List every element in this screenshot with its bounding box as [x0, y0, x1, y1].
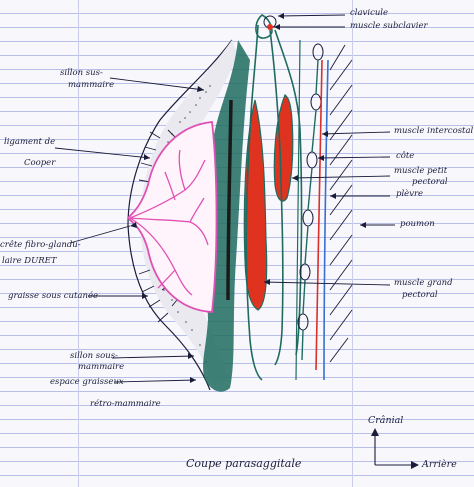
pectoralis-major-muscle: [243, 99, 268, 311]
cranial-arrow-head: [371, 428, 379, 436]
subcutaneous-fat-layer: [140, 40, 238, 385]
label-muscle-petit-pectoral-line2: pectoral: [412, 177, 448, 187]
arrow-heads: [130, 13, 366, 383]
label-clavicule: clavicule: [350, 8, 389, 18]
lung-hatching: [329, 44, 353, 363]
muscle-fascia: [245, 14, 303, 381]
label-muscle-grand-pectoral-line2: pectoral: [402, 290, 438, 300]
page-margin-line: [352, 0, 353, 487]
label-muscle-petit-pectoral-line1: muscle petit: [394, 166, 448, 176]
intercostal-line: [301, 59, 319, 361]
label-poumon: poumon: [400, 219, 435, 229]
label-muscle-intercostal: muscle intercostal: [394, 126, 474, 136]
label-cote: côte: [396, 151, 415, 161]
label-sillon-sous-mammaire-line2: mammaire: [78, 362, 125, 372]
label-ligament-cooper-line2: Cooper: [24, 158, 56, 168]
page-margin-line: [78, 0, 79, 487]
lactiferous-ducts: [129, 149, 209, 296]
intercostal-muscle-line: [295, 39, 301, 381]
parietal-pleura-red: [315, 59, 323, 371]
label-muscle-grand-pectoral-line1: muscle grand: [394, 278, 453, 288]
label-arriere: Arrière: [422, 459, 457, 470]
label-espace-graisseux-line1: espace graisseux: [50, 377, 124, 387]
superficial-fascia-line: [226, 99, 233, 301]
label-sillon-sous-mammaire-line1: sillon sous-: [70, 351, 118, 361]
label-muscle-subclavier: muscle subclavier: [350, 21, 428, 31]
label-cranial: Crânial: [368, 415, 404, 426]
label-plevre: plèvre: [396, 189, 424, 199]
visceral-pleura-blue: [323, 59, 329, 381]
label-crete-duret-line2: laire DURET: [2, 256, 57, 266]
label-crete-duret-line1: crête fibro-glandu-: [0, 240, 81, 250]
subclavius-muscle: [267, 24, 273, 30]
breast-skin-outline: [127, 39, 233, 391]
label-espace-graisseux-line2: rétro-mammaire: [90, 399, 161, 409]
label-sillon-sus-mammaire-line2: mammaire: [68, 80, 115, 90]
orientation-axes: [374, 432, 415, 466]
label-graisse-sous-cutanee: graisse sous cutanée: [8, 291, 99, 301]
caption-coupe-parasaggitale: Coupe parasaggitale: [186, 457, 302, 470]
posterior-arrow-head: [411, 461, 419, 469]
retromammary-fat-space: [203, 40, 250, 392]
label-ligament-cooper-line1: ligament de: [4, 137, 56, 147]
label-sillon-sus-mammaire-line1: sillon sus-: [60, 68, 103, 78]
label-arrows: [54, 14, 395, 383]
mammary-gland: [126, 121, 218, 313]
